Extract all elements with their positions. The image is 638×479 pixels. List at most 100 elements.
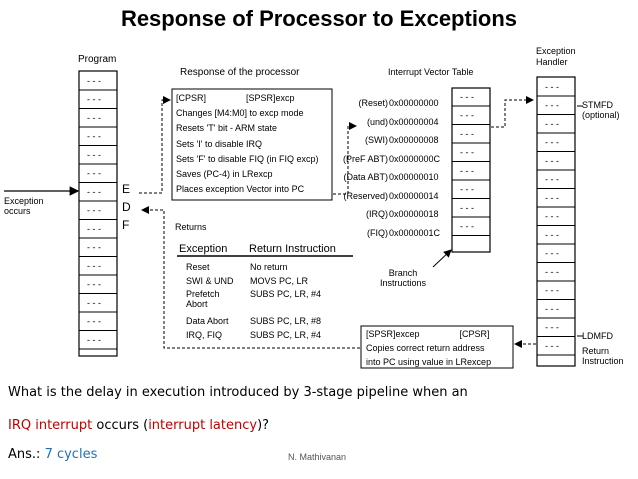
returns-arrow [141,206,360,349]
handler-cell: - - - [545,267,559,277]
restore-steps: [SPSR]excep [CPSR] Copies correct return … [366,327,491,369]
handler-cell: - - - [545,101,559,111]
ivt-label: Interrupt Vector Table [388,67,474,77]
program-cell: - - - [87,298,101,308]
program-cell: - - - [87,95,101,105]
handler-cell: - - - [545,304,559,314]
question-line-1: What is the delay in execution introduce… [8,385,468,400]
response-step: Saves (PC-4) in LRexcp [176,169,273,180]
ivt-cell: - - - [460,148,474,158]
response-step: Changes [M4:M0] to excp mode [176,108,304,119]
ivt-cell: - - - [460,185,474,195]
program-cell: - - - [87,76,101,86]
table-cell-exception: Reset [186,262,210,272]
response-step: Sets 'F' to disable FIQ (in FIQ excp) [176,153,319,164]
handler-cell: - - - [545,119,559,129]
vector-name: (FIQ) [367,227,388,238]
vector-name: (Reserved) [343,190,388,201]
exception-occurs-label: Exception occurs [4,196,44,216]
pipeline-stage-1: D [122,200,131,214]
program-column [78,70,118,357]
program-cell: - - - [87,113,101,123]
table-cell-return: MOVS PC, LR [250,276,309,286]
ivt-cell: - - - [460,129,474,139]
handler-cell: - - - [545,175,559,185]
response-step: Resets 'T' bit - ARM state [176,123,277,134]
vector-name: (Data ABT) [343,172,388,182]
ivt-cell: - - - [460,92,474,102]
handler-cell: - - - [545,156,559,166]
ivt-column [451,87,491,253]
table-cell-exception: IRQ, FIQ [186,330,222,340]
vector-address: 0x00000014 [389,190,439,201]
handler-cell: - - - [545,341,559,351]
irq-interrupt-text: IRQ interrupt [8,418,93,433]
interrupt-latency-text: interrupt latency [148,418,258,433]
program-cell: - - - [87,243,101,253]
vector-address: 0x00000000 [389,98,439,108]
handler-cell: - - - [545,82,559,92]
handler-column [536,76,576,367]
ivt-cell: - - - [460,166,474,176]
vector-name: (und) [366,116,388,127]
vector-address: 0x0000001C [389,227,441,238]
branch-label: Branch Instructions [380,268,427,288]
restore-box [360,325,514,369]
return-instruction-label: Return Instruction [582,346,624,366]
handler-cell: - - - [545,138,559,148]
response-step: [CPSR] [SPSR]excp [176,93,295,103]
program-cell: - - - [87,206,101,216]
pipeline-stage-2: F [122,218,130,232]
table-cell-return: SUBS PC, LR, #4 [250,330,322,340]
table-cell-return: SUBS PC, LR, #8 [250,316,322,326]
program-cell: - - - [87,335,101,345]
ivt-cell: - - - [460,222,474,232]
to-handler-arrow [491,96,534,128]
response-label: Response of the processor [180,67,300,78]
pipeline-stage-0: E [122,182,131,196]
vector-address: 0x00000004 [389,116,439,127]
handler-label: Exception Handler [536,46,576,67]
vector-address: 0x00000008 [389,135,439,145]
to-vector-arrow [333,122,357,195]
handler-cell: - - - [545,230,559,240]
vector-address: 0x00000010 [389,172,439,182]
program-cell: - - - [87,261,101,271]
handler-cell: - - - [545,249,559,259]
vector-address: 0x0000000C [389,153,441,164]
restore-step: [SPSR]excep [CPSR] [366,329,490,339]
vector-name: (PreF ABT) [342,153,388,164]
author-footer: N. Mathivanan [288,452,347,462]
restore-step: Copies correct return address [366,343,485,353]
table-cell-return: SUBS PC, LR, #4 [250,289,322,299]
vector-name: (Reset) [358,98,388,108]
response-step: Places exception Vector into PC [176,184,305,195]
to-response-arrow [139,96,171,194]
program-cell: - - - [87,317,101,327]
slide-title: Response of Processor to Exceptions [120,6,518,31]
table-cell-exception: Prefetch Abort [186,289,220,309]
table-cell-exception: Data Abort [186,316,229,326]
vector-name: (IRQ) [366,209,388,219]
table-header-return: Return Instruction [249,243,336,255]
handler-cell: - - - [545,193,559,203]
answer-value: 7 cycles [44,447,98,462]
stmfd-label: STMFD (optional) [582,100,620,120]
response-step: Sets 'I' to disable IRQ [176,138,262,149]
program-cell: - - - [87,187,101,197]
program-cell: - - - [87,224,101,234]
ldmfd-label: LDMFD [582,331,613,341]
program-label: Program [78,54,117,65]
question-line-2: IRQ interrupt occurs (interrupt latency)… [8,418,270,433]
branch-arrow [432,249,452,268]
table-header-exception: Exception [179,243,228,255]
program-cell: - - - [87,169,101,179]
program-cell: - - - [87,150,101,160]
handler-cell: - - - [545,286,559,296]
returns-label: Returns [175,222,207,232]
ivt-cell: - - - [460,111,474,121]
program-cell: - - - [87,132,101,142]
handler-cell: - - - [545,212,559,222]
